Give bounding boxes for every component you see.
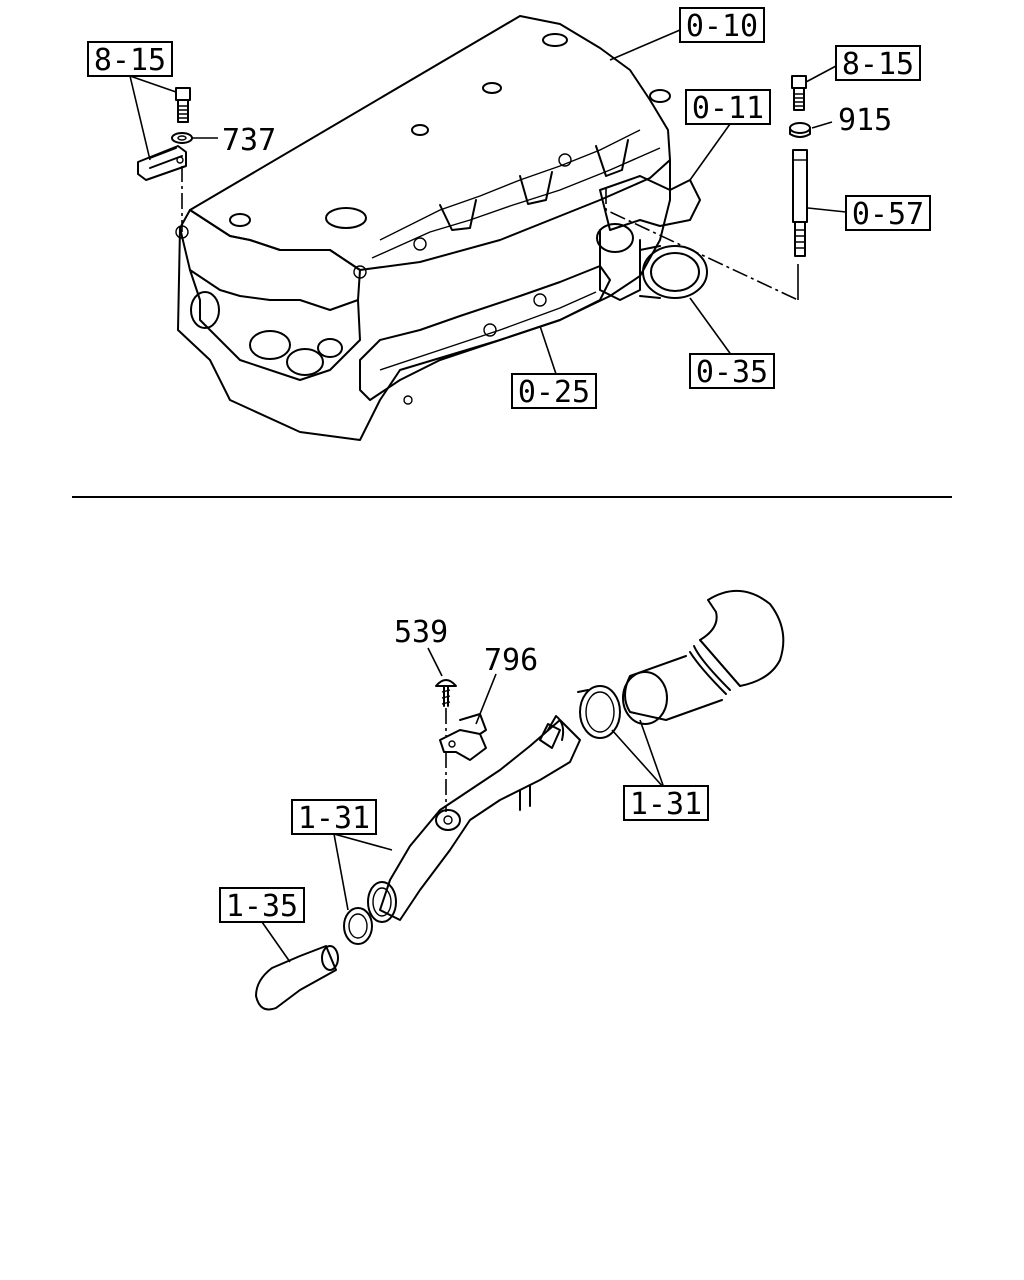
leader-0-25 bbox=[539, 325, 557, 375]
svg-text:0-11: 0-11 bbox=[692, 91, 764, 126]
callout-0-11: 0-11 bbox=[685, 89, 771, 126]
bolt-8-15-left bbox=[175, 87, 191, 123]
leader-539 bbox=[427, 647, 443, 677]
leader-0-35 bbox=[689, 297, 733, 357]
leader-915 bbox=[811, 121, 833, 129]
engine-assembly bbox=[175, 15, 799, 441]
svg-text:8-15: 8-15 bbox=[842, 47, 914, 82]
intake-hose-upper bbox=[622, 589, 785, 725]
callout-1-31-left: 1-31 bbox=[291, 799, 377, 836]
svg-text:0-10: 0-10 bbox=[686, 9, 758, 44]
callout-0-10: 0-10 bbox=[679, 7, 765, 44]
leader-796 bbox=[475, 673, 497, 725]
callout-0-25: 0-25 bbox=[511, 373, 597, 410]
callout-1-35: 1-35 bbox=[219, 887, 305, 924]
svg-text:1-31: 1-31 bbox=[298, 801, 370, 836]
leader-8-15-left bbox=[129, 75, 177, 161]
intake-hose-lower bbox=[255, 945, 339, 1011]
callout-1-31-right: 1-31 bbox=[623, 785, 709, 822]
bolt-8-15-right bbox=[791, 75, 807, 111]
washer-737 bbox=[171, 132, 193, 144]
svg-text:1-35: 1-35 bbox=[226, 889, 298, 924]
svg-text:1-31: 1-31 bbox=[630, 787, 702, 822]
svg-text:796: 796 bbox=[484, 643, 538, 678]
callout-915: 915 bbox=[838, 103, 892, 138]
stud-0-57 bbox=[792, 149, 808, 257]
svg-text:0-35: 0-35 bbox=[696, 355, 768, 390]
leader-1-31-left bbox=[333, 833, 393, 911]
callout-0-57: 0-57 bbox=[845, 195, 931, 232]
nut-915 bbox=[789, 122, 811, 138]
leader-0-10 bbox=[609, 29, 681, 61]
hose-clamp-right bbox=[577, 685, 621, 739]
leader-0-11 bbox=[689, 123, 731, 181]
callout-796: 796 bbox=[484, 643, 538, 678]
callout-8-15-right: 8-15 bbox=[835, 45, 921, 82]
svg-text:539: 539 bbox=[394, 615, 448, 650]
leader-8-15-right bbox=[805, 65, 837, 83]
callout-539: 539 bbox=[394, 615, 448, 650]
leader-0-57 bbox=[807, 207, 847, 213]
hose-clamp-left bbox=[343, 907, 373, 945]
leader-1-35 bbox=[261, 921, 291, 963]
svg-text:737: 737 bbox=[222, 123, 276, 158]
screw-539 bbox=[435, 679, 457, 707]
bracket-796 bbox=[439, 713, 487, 761]
leader-1-31-right bbox=[611, 719, 665, 789]
svg-text:915: 915 bbox=[838, 103, 892, 138]
intake-pipe bbox=[367, 715, 581, 923]
svg-text:0-25: 0-25 bbox=[518, 375, 590, 410]
callout-737: 737 bbox=[222, 123, 276, 158]
svg-text:8-15: 8-15 bbox=[94, 43, 166, 78]
svg-text:0-57: 0-57 bbox=[852, 197, 924, 232]
callout-8-15-left: 8-15 bbox=[87, 41, 173, 78]
callout-0-35: 0-35 bbox=[689, 353, 775, 390]
clip-8-15 bbox=[137, 145, 187, 181]
